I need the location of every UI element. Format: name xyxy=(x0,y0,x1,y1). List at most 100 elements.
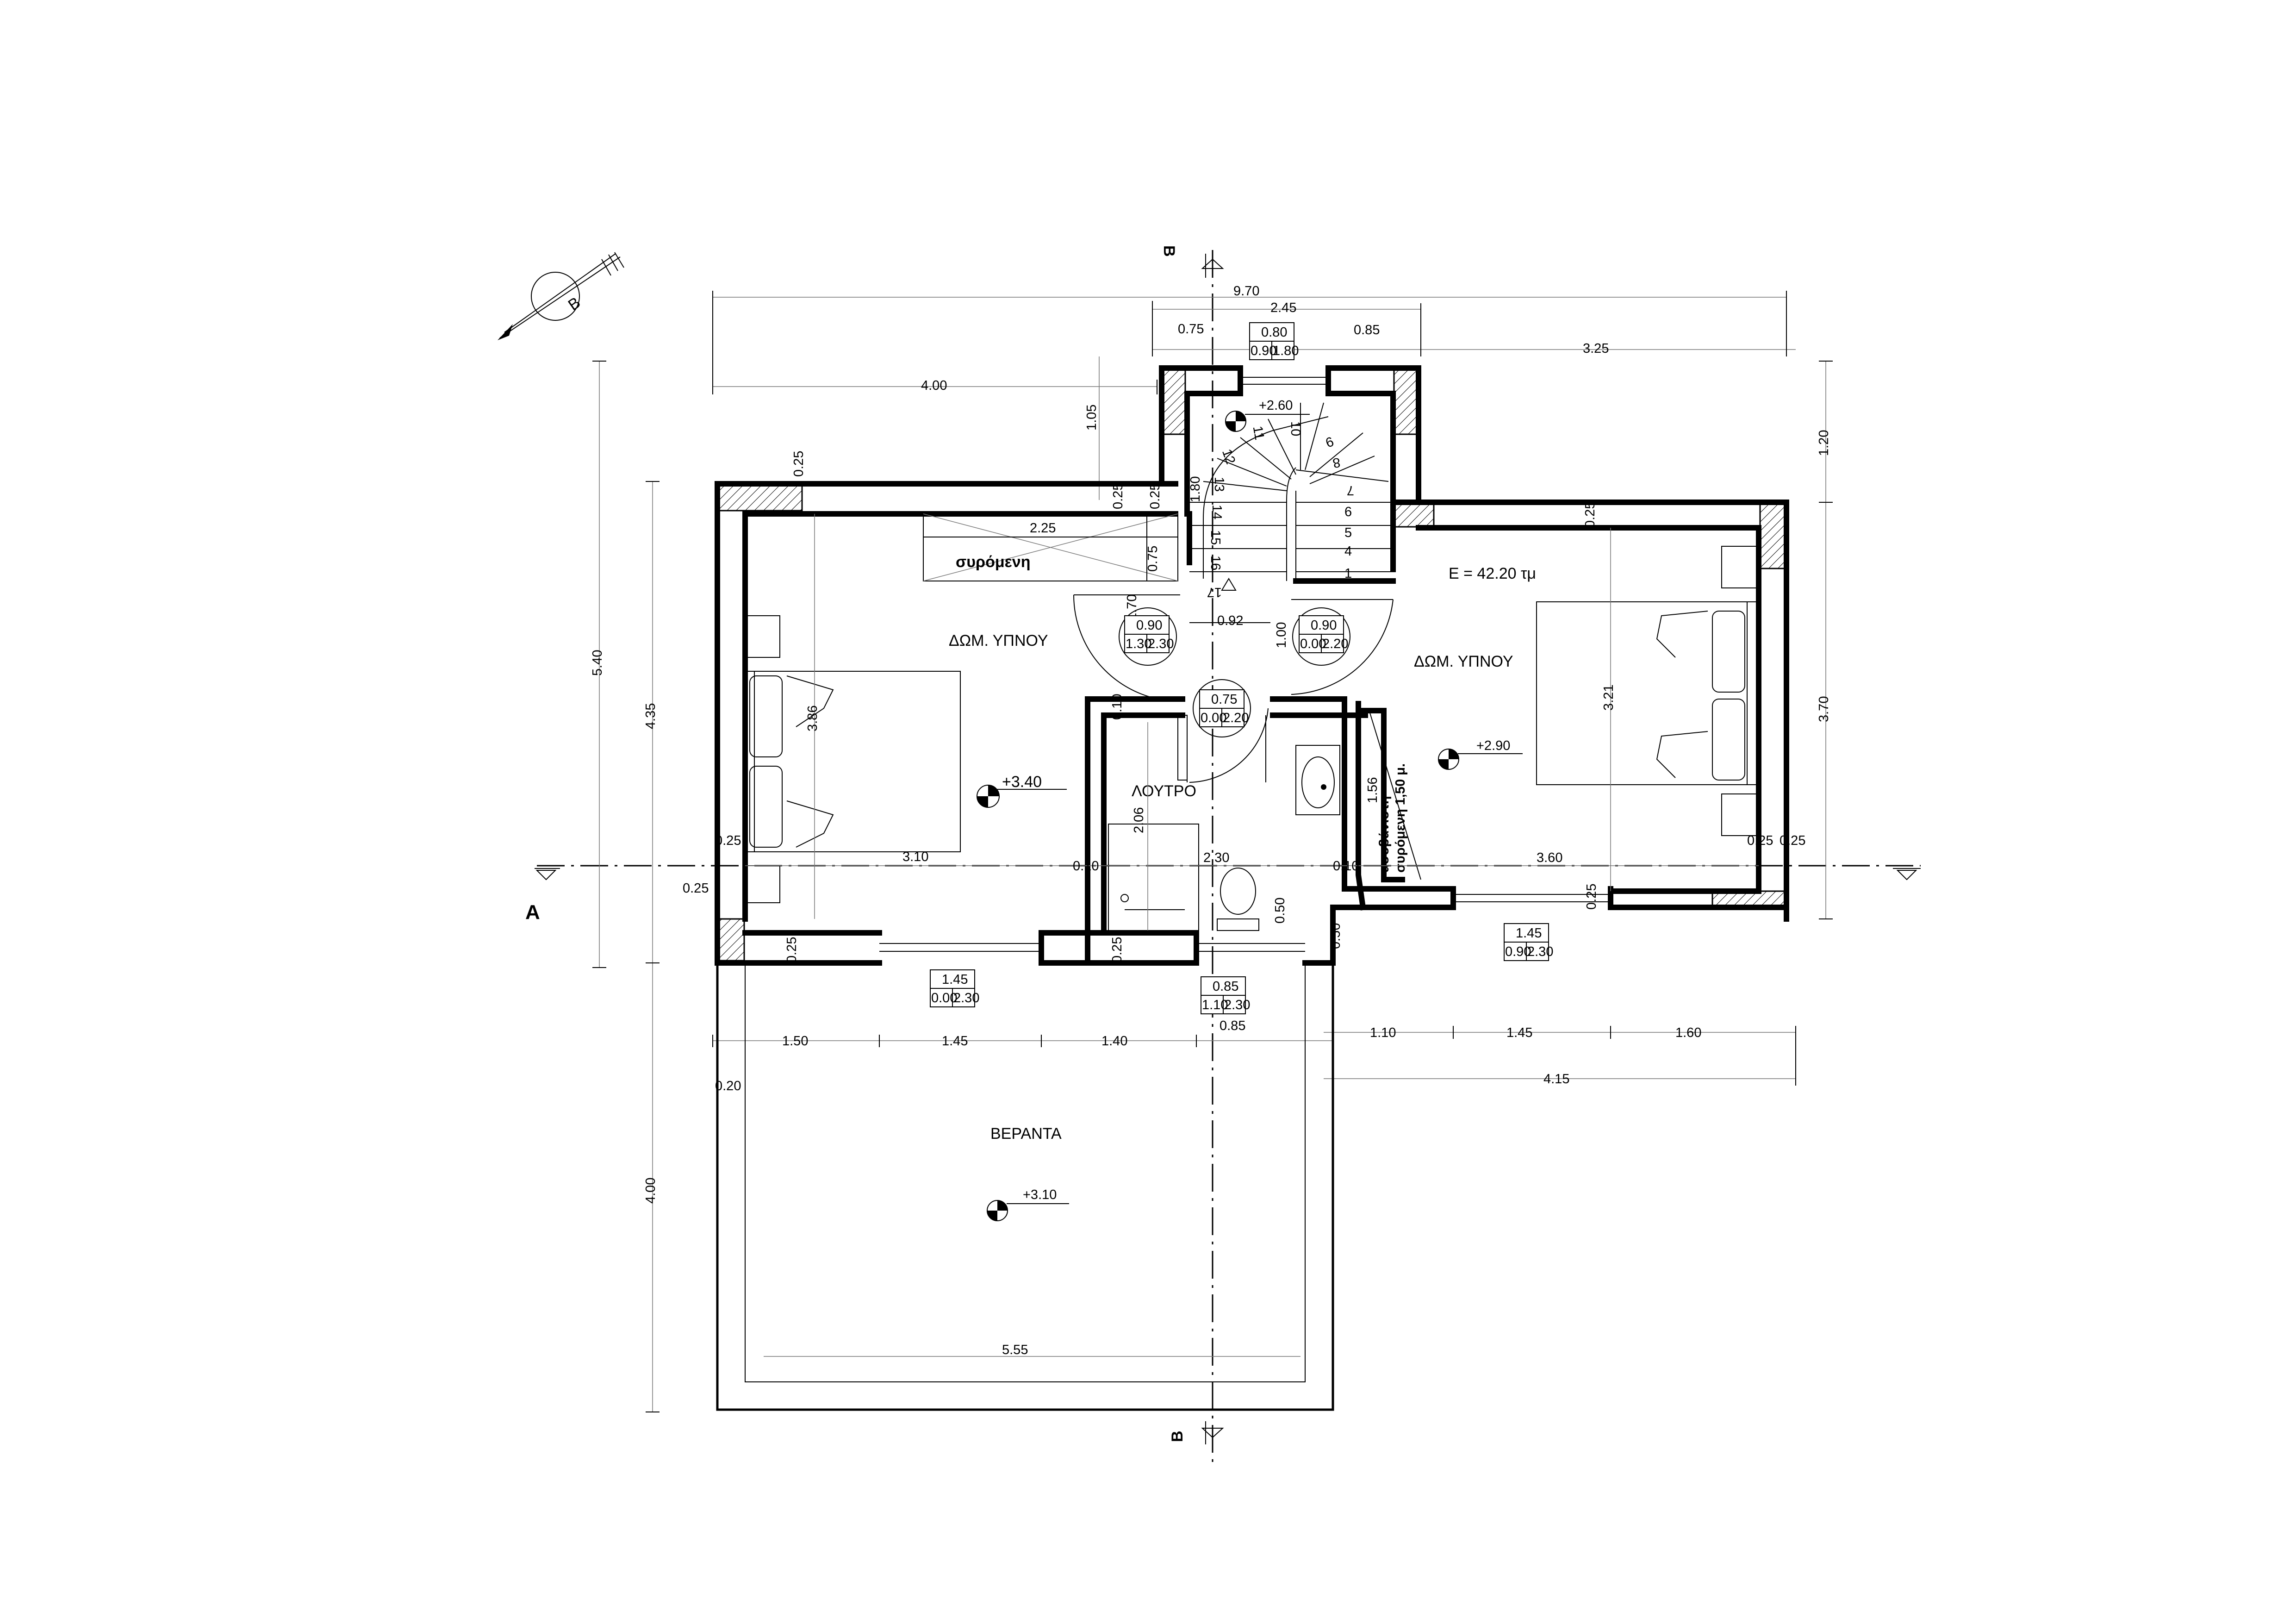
stair-step-14: 14 xyxy=(1209,505,1224,519)
dim-bath-partition-c: 0.10 xyxy=(1333,859,1359,874)
staircase: 1 4 5 6 7 8 9 10 11 12 13 14 15 16 17 1.… xyxy=(1188,402,1391,600)
bed-west-icon xyxy=(745,615,961,903)
window-se-sill: 0.90 xyxy=(1505,944,1531,959)
dimension-lines-bottom: 1.50 1.45 1.40 1.10 1.45 1.60 4.15 0.20 xyxy=(712,1025,1796,1093)
dim-bed-west-depth: 3.86 xyxy=(805,706,820,731)
dim-west-wing: 4.00 xyxy=(921,378,947,393)
room-labels: ΔΩΜ. ΥΠΝΟΥ ΔΩΜ. ΥΠΝΟΥ ΛΟΥΤΡΟ ΒΕΡΑΝΤΑ Ε =… xyxy=(949,565,1536,1143)
wardrobe-label-line1: ασοβάνιστη xyxy=(1377,796,1392,873)
window-se-height: 2.30 xyxy=(1527,944,1553,959)
dim-bath-south-a: 0.50 xyxy=(1273,898,1288,924)
dim-south-wall-right: 0.25 xyxy=(784,937,799,963)
dimension-lines-top: 9.70 2.45 0.75 0.85 3.25 4.00 0.80 0.90 … xyxy=(712,284,1796,394)
dim-west-room-width: 3.10 xyxy=(902,849,928,864)
section-b-top-label: B xyxy=(1160,245,1178,257)
dim-left-total: 5.40 xyxy=(590,650,605,676)
door-bath-tag: 0.75 0.00 2.20 xyxy=(1193,679,1251,737)
window-sw-width: 1.45 xyxy=(942,972,968,987)
dim-south-wall-mid: 0.25 xyxy=(1110,937,1125,963)
door-east-width: 0.90 xyxy=(1311,618,1337,633)
dim-stair-left: 0.75 xyxy=(1178,322,1204,337)
door-east-tag: 0.90 0.00 2.20 xyxy=(1292,607,1350,666)
stair-step-15: 15 xyxy=(1208,530,1223,545)
dim-front-b: 1.45 xyxy=(942,1034,968,1049)
door-bath-sill: 0.00 xyxy=(1201,711,1226,725)
level-veranda: +3.10 xyxy=(1023,1187,1057,1202)
stair-step-5: 5 xyxy=(1344,525,1352,540)
section-b-top-marker: B xyxy=(1160,245,1224,278)
dim-bath-partition-a: 0.10 xyxy=(1110,694,1125,720)
walls xyxy=(715,365,1789,1411)
window-se-width: 1.45 xyxy=(1516,926,1542,941)
dim-overall-width: 9.70 xyxy=(1233,284,1259,299)
dim-east-wall-outer: 0.25 xyxy=(1780,833,1805,848)
north-arrow-label: Β xyxy=(565,294,584,314)
bath-fixtures-icon xyxy=(1108,715,1340,931)
wardrobe-label: ασοβάνιστη συρόμενη 1,50 μ. xyxy=(1369,712,1421,880)
window-south-bath-tag: 0.85 1.10 2.30 0.85 xyxy=(1201,976,1250,1033)
windows: 1.45 0.00 2.30 0.85 1.10 2.30 0.85 1.45 … xyxy=(879,377,1611,1033)
level-marker-bedroom-east: +2.90 xyxy=(1438,738,1523,770)
dim-bath-width: 2.30 xyxy=(1203,850,1229,865)
dim-east-room-width: 3.60 xyxy=(1537,850,1562,865)
stair-step-6: 6 xyxy=(1344,505,1352,519)
stair-step-1: 1 xyxy=(1344,566,1352,581)
door-east-sill: 0.00 xyxy=(1300,637,1326,651)
interior-dimensions: 3.86 2.06 1.56 3.21 0.10 0.10 0.10 3.10 … xyxy=(683,514,1805,1357)
window-south-west-tag: 1.45 0.00 2.30 xyxy=(930,969,979,1007)
stair-step-11: 11 xyxy=(1250,425,1267,441)
dim-east-total: 4.15 xyxy=(1543,1072,1569,1087)
door-west-tag: 0.90 1.30 2.30 xyxy=(1119,607,1177,666)
dim-window-bath-offset: 0.85 xyxy=(1220,1018,1245,1033)
stair-step-4: 4 xyxy=(1344,544,1352,559)
window-north-height: 1.80 xyxy=(1273,344,1299,358)
wardrobe-label-line2: συρόμενη 1,50 μ. xyxy=(1393,763,1408,873)
dim-closet-depth: 0.75 xyxy=(1145,546,1160,572)
dim-bath-door-depth: 1.00 xyxy=(1274,622,1289,648)
dim-east-wall: 0.25 xyxy=(1747,833,1773,848)
dim-front-e: 1.45 xyxy=(1506,1025,1532,1040)
hatched-wall-ends xyxy=(718,369,1786,962)
door-bath-height: 2.20 xyxy=(1223,711,1249,725)
bed-east-icon xyxy=(1536,546,1757,836)
stair-step-16: 16 xyxy=(1208,556,1223,570)
door-west-sill: 1.30 xyxy=(1126,637,1151,651)
window-north-sill: 0.90 xyxy=(1251,344,1276,358)
stair-step-10: 10 xyxy=(1288,421,1303,436)
window-sb-sill: 1.10 xyxy=(1202,998,1228,1012)
door-east-height: 2.20 xyxy=(1322,637,1348,651)
dim-west-wall: 0.25 xyxy=(715,833,741,848)
dim-stair-north-wall: 0.25 xyxy=(1583,502,1598,528)
dim-south-wall-east: 0.25 xyxy=(1584,884,1599,910)
dim-north-offset: 1.05 xyxy=(1084,405,1099,431)
section-b-bottom-label: B xyxy=(1169,1430,1186,1442)
window-sw-height: 2.30 xyxy=(953,991,979,1006)
dim-bath-depth: 2.06 xyxy=(1132,807,1146,833)
level-marker-veranda: +3.10 xyxy=(987,1187,1069,1221)
window-sb-height: 2.30 xyxy=(1224,998,1250,1012)
level-bedroom-east: +2.90 xyxy=(1476,738,1510,753)
section-a-right-marker xyxy=(1893,868,1921,881)
dim-stair-width: 2.45 xyxy=(1270,300,1296,315)
dim-left-body: 4.35 xyxy=(643,703,658,729)
level-marker-stair: +2.60 xyxy=(1225,398,1310,432)
level-marker-bedroom-west: +3.40 xyxy=(977,773,1067,808)
dimension-lines-right: 1.20 3.70 0.25 xyxy=(1583,361,1833,919)
window-sw-sill: 0.00 xyxy=(931,991,957,1006)
doors: 2.25 συρόμενη 0.75 0.25 0.25 1.70 0.92 1… xyxy=(923,483,1394,783)
dim-east-wing: 3.25 xyxy=(1583,341,1609,356)
room-veranda: ΒΕΡΑΝΤΑ xyxy=(990,1125,1062,1143)
room-area: Ε = 42.20 τμ xyxy=(1449,565,1536,582)
dim-corridor-width: 0.92 xyxy=(1217,613,1243,628)
section-a-left-marker: A xyxy=(525,868,560,924)
dim-left-veranda: 4.00 xyxy=(643,1178,658,1204)
door-west-width: 0.90 xyxy=(1136,618,1162,633)
window-north-tag: 0.80 0.90 1.80 xyxy=(1249,322,1299,360)
dim-bath-partition-b: 0.10 xyxy=(1073,859,1099,874)
room-bathroom: ΛΟΥΤΡΟ xyxy=(1132,782,1196,800)
level-bedroom-west: +3.40 xyxy=(1002,773,1042,791)
window-sb-width: 0.85 xyxy=(1213,979,1238,994)
dim-wardrobe-depth: 1.56 xyxy=(1365,777,1380,803)
stair-step-13: 13 xyxy=(1212,477,1226,492)
